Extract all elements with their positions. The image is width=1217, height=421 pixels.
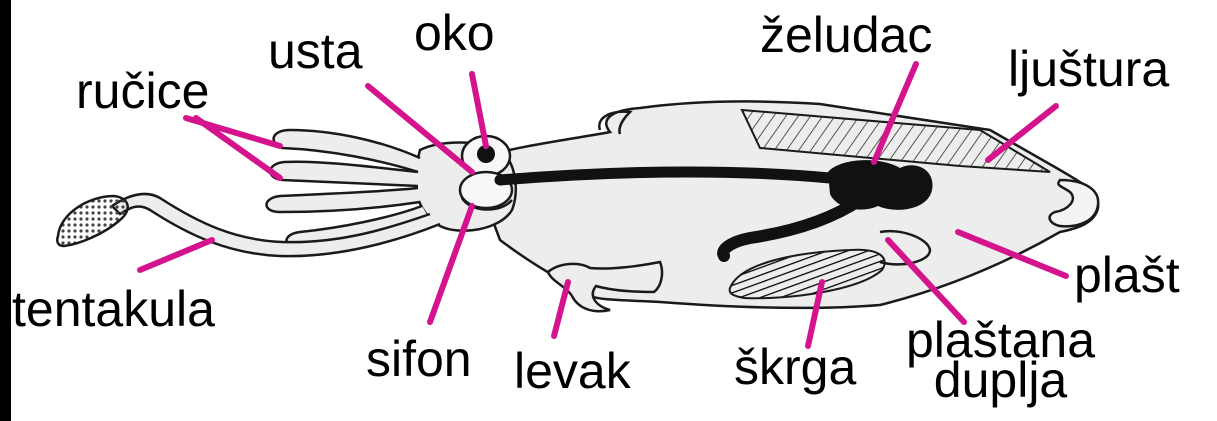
arm (267, 188, 421, 212)
label-rucice: ručice (76, 66, 209, 116)
label-levak: levak (514, 346, 631, 396)
pointer-tentakula (140, 240, 212, 270)
pointer-levak (554, 282, 568, 336)
label-skrga: škrga (734, 342, 856, 392)
label-ljustura: ljuštura (1008, 44, 1169, 94)
label-zeludac: želudac (760, 10, 932, 60)
label-plastana-duplja: plaštana duplja (906, 320, 1095, 400)
label-tentakula: tentakula (12, 284, 215, 334)
label-plast: plašt (1074, 250, 1180, 300)
pointer-oko (472, 74, 486, 146)
label-sifon: sifon (366, 334, 472, 384)
label-oko: oko (414, 8, 495, 58)
tentacle-club (57, 196, 127, 246)
pointer-rucice-2 (196, 118, 280, 178)
stomach (828, 160, 933, 210)
label-usta: usta (268, 26, 363, 76)
label-duplja: duplja (906, 360, 1095, 400)
